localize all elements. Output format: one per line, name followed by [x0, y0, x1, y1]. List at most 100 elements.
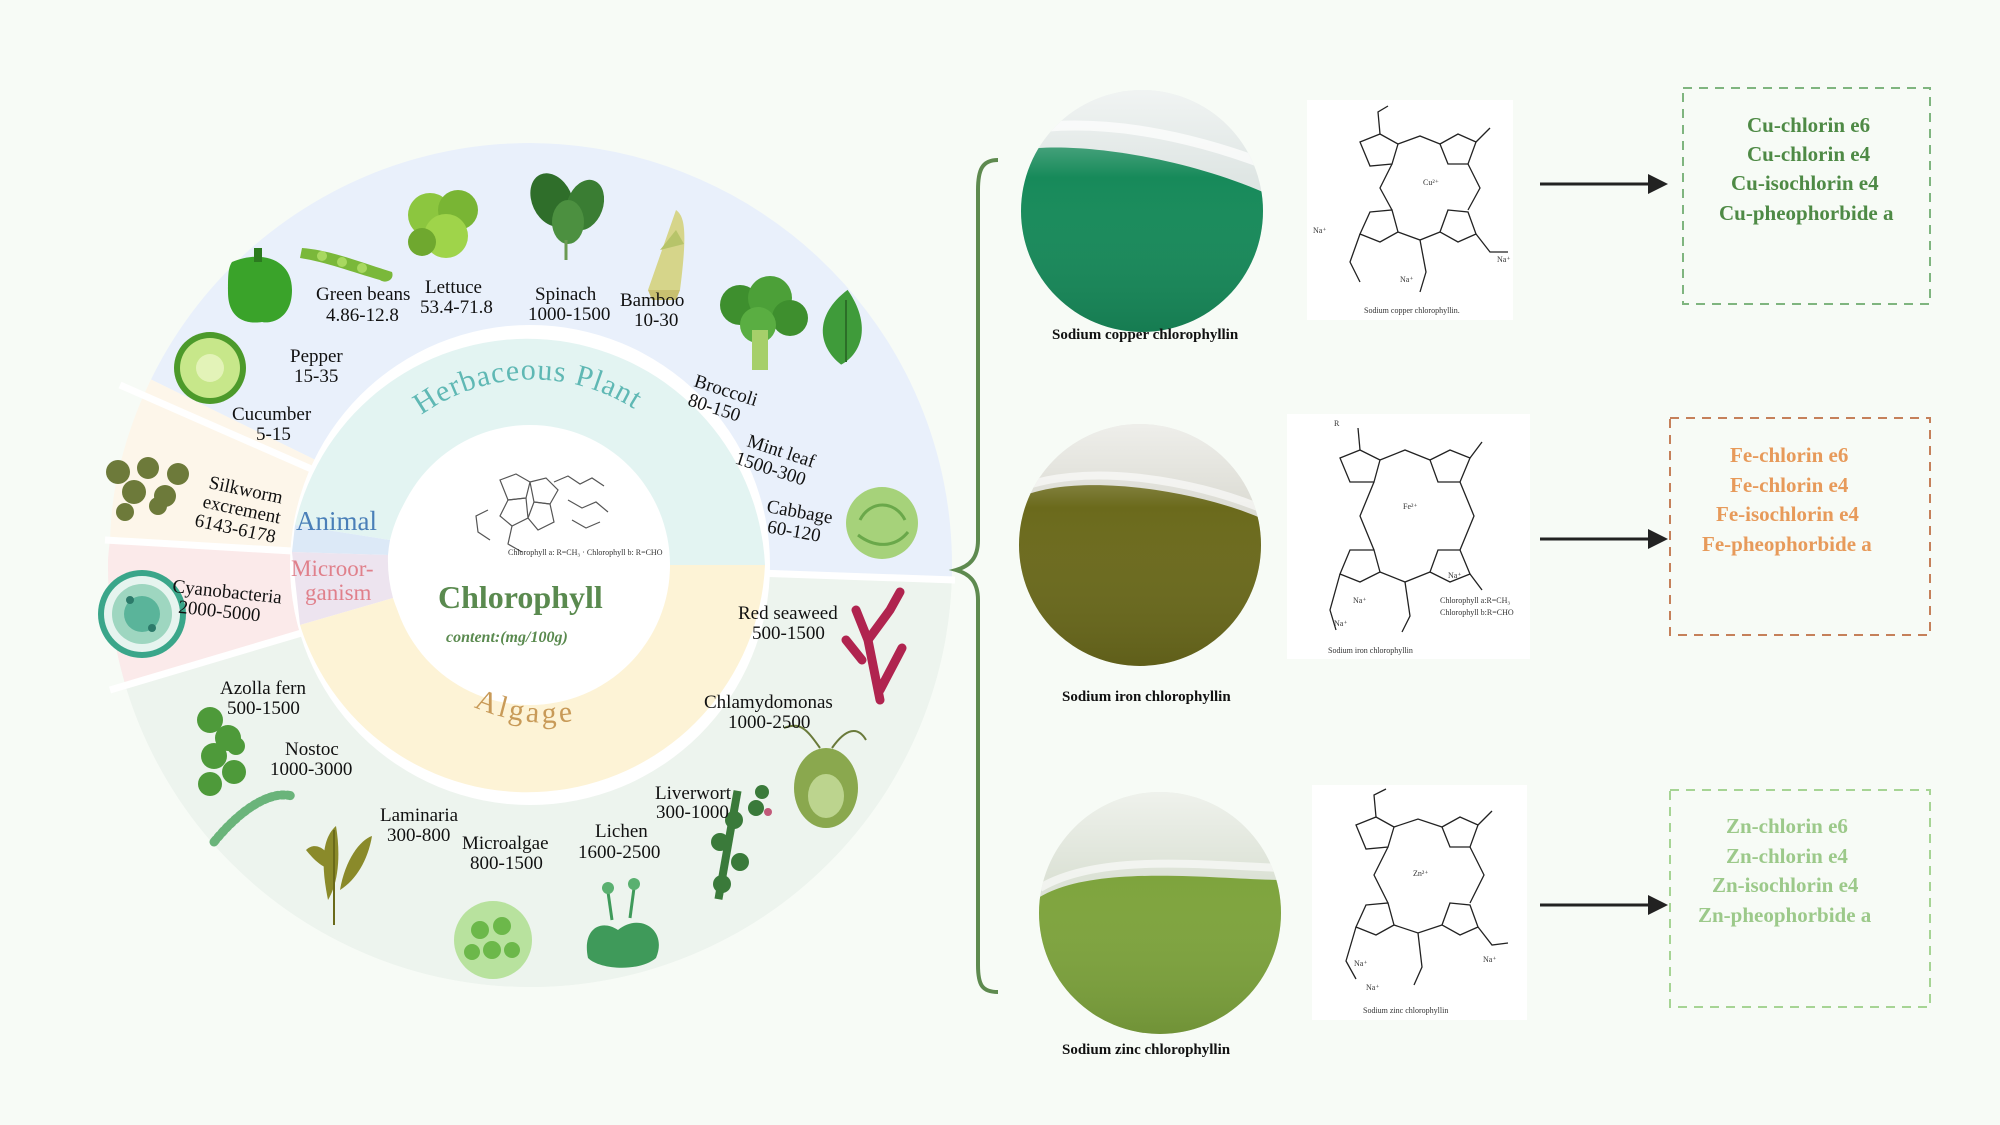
iron-note-b: Chlorophyll b:R=CHO — [1440, 608, 1514, 617]
item-name-spinach: Spinach — [535, 284, 597, 305]
item-value-microalgae: 800-1500 — [470, 853, 543, 874]
item-name-pepper: Pepper — [290, 346, 343, 367]
lettuce-icon — [408, 190, 478, 258]
item-name-lettuce: Lettuce — [425, 277, 482, 298]
iron-derivative-3: Fe-isochlorin e4 — [1716, 502, 1859, 526]
silkworm-excrement-icon — [106, 457, 189, 521]
zinc-na-2: Na⁺ — [1366, 983, 1380, 992]
curly-brace — [948, 158, 999, 994]
iron-structure: R Fe²⁺ Na⁺ Na⁺ Na⁺ Chlorophyll a:R=CH₃ C… — [1287, 414, 1530, 659]
copper-structure-caption: Sodium copper chlorophyllin. — [1364, 306, 1460, 315]
bamboo-icon — [648, 210, 685, 300]
cucumber-icon — [174, 332, 246, 404]
ring-algae — [300, 565, 765, 793]
laminaria-icon — [306, 826, 372, 925]
azolla-fern-icon — [197, 707, 246, 796]
copper-derivative-4: Cu-pheophorbide a — [1719, 201, 1894, 225]
item-value-liverwort: 300-1000 — [656, 802, 729, 823]
zinc-derivative-4: Zn-pheophorbide a — [1698, 903, 1872, 927]
item-name-lichen: Lichen — [595, 821, 648, 842]
zinc-derivative-2: Zn-chlorin e4 — [1726, 844, 1848, 868]
iron-na-1: Na⁺ — [1353, 596, 1367, 605]
item-name-nostoc: Nostoc — [285, 739, 339, 760]
chlorophyll-structure-icon — [475, 473, 609, 553]
center-structure-note: Chlorophyll a: R=CH₃ · Chlorophyll b: R=… — [508, 548, 663, 557]
item-name-chlamydomonas: Chlamydomonas — [704, 692, 833, 713]
iron-arrow-head — [1648, 529, 1668, 549]
iron-caption: Sodium iron chlorophyllin — [1062, 689, 1231, 705]
copper-na-2: Na⁺ — [1400, 275, 1414, 284]
item-name-bamboo: Bamboo — [620, 290, 684, 311]
item-name-laminaria: Laminaria — [380, 805, 459, 826]
zinc-arrow-head — [1648, 895, 1668, 915]
category-microorganism-label-2: ganism — [305, 580, 372, 605]
item-value-chlamydomonas: 1000-2500 — [728, 712, 810, 733]
zinc-caption: Sodium zinc chlorophyllin — [1062, 1042, 1231, 1058]
copper-arrow-head — [1648, 174, 1668, 194]
zinc-derivative-1: Zn-chlorin e6 — [1726, 814, 1848, 838]
copper-na-3: Na⁺ — [1497, 255, 1511, 264]
microalgae-icon — [454, 901, 532, 979]
item-name-green-beans: Green beans — [316, 284, 410, 305]
copper-na-1: Na⁺ — [1313, 226, 1327, 235]
iron-derivative-1: Fe-chlorin e6 — [1730, 443, 1848, 467]
item-value-lettuce: 53.4-71.8 — [420, 297, 493, 318]
mint-leaf-icon — [822, 289, 862, 365]
ring-herbaceous — [295, 338, 765, 565]
center-subtitle: content:(mg/100g) — [446, 629, 568, 646]
item-value-lichen: 1600-2500 — [578, 842, 660, 863]
broccoli-icon — [720, 276, 808, 370]
compound-row-copper: Sodium copper chlorophyllin Cu²⁺ Na⁺ N — [1021, 87, 1931, 343]
ring-animal — [292, 525, 390, 555]
compound-row-zinc: Sodium zinc chlorophyllin Zn²⁺ Na⁺ Na⁺ — [1039, 785, 1931, 1058]
zinc-na-3: Na⁺ — [1483, 955, 1497, 964]
item-name-liverwort: Liverwort — [655, 783, 732, 804]
iron-derivative-4: Fe-pheophorbide a — [1702, 532, 1872, 556]
ring-microorganism — [292, 552, 393, 625]
compound-row-iron: Sodium iron chlorophyllin R Fe²⁺ Na⁺ — [1019, 414, 1931, 705]
zinc-derivatives-box — [1669, 789, 1931, 1008]
iron-na-2: Na⁺ — [1334, 619, 1348, 628]
copper-derivative-2: Cu-chlorin e4 — [1747, 142, 1871, 166]
item-name-azolla-fern: Azolla fern — [220, 678, 306, 699]
zinc-derivative-3: Zn-isochlorin e4 — [1712, 873, 1859, 897]
item-name-cucumber: Cucumber — [232, 404, 312, 425]
iron-derivative-2: Fe-chlorin e4 — [1730, 473, 1849, 497]
liverwort-icon — [711, 785, 772, 900]
nostoc-icon — [209, 790, 297, 847]
chlamydomonas-icon — [783, 724, 867, 828]
cabbage-icon — [846, 487, 918, 559]
cyanobacteria-icon — [98, 570, 186, 658]
green-beans-icon — [300, 248, 393, 282]
iron-r-label: R — [1334, 419, 1340, 428]
iron-derivatives-box — [1669, 417, 1931, 636]
iron-note-a: Chlorophyll a:R=CH₃ — [1440, 596, 1510, 605]
item-value-nostoc: 1000-3000 — [270, 759, 352, 780]
item-value-laminaria: 300-800 — [387, 825, 450, 846]
copper-caption: Sodium copper chlorophyllin — [1052, 327, 1239, 343]
inner-ring — [290, 325, 770, 805]
zinc-na-1: Na⁺ — [1354, 959, 1368, 968]
copper-derivative-1: Cu-chlorin e6 — [1747, 113, 1870, 137]
center-title: Chlorophyll — [438, 579, 603, 615]
category-animal-label: Animal — [296, 506, 377, 536]
copper-metal: Cu²⁺ — [1423, 178, 1439, 187]
copper-derivatives-box — [1682, 87, 1931, 305]
iron-metal: Fe²⁺ — [1403, 502, 1418, 511]
spinach-icon — [530, 173, 605, 260]
item-value-spinach: 1000-1500 — [528, 304, 610, 325]
zinc-structure: Zn²⁺ Na⁺ Na⁺ Na⁺ Sodium zinc chlorophyll… — [1312, 785, 1527, 1020]
item-value-red-seaweed: 500-1500 — [752, 623, 825, 644]
item-value-green-beans: 4.86-12.8 — [326, 305, 399, 326]
item-name-microalgae: Microalgae — [462, 833, 549, 854]
item-value-pepper: 15-35 — [294, 366, 338, 387]
pepper-icon — [228, 248, 292, 323]
iron-na-3: Na⁺ — [1448, 571, 1462, 580]
item-name-red-seaweed: Red seaweed — [738, 603, 838, 624]
red-seaweed-icon — [841, 587, 907, 705]
item-value-cucumber: 5-15 — [256, 424, 291, 445]
zinc-metal: Zn²⁺ — [1413, 869, 1429, 878]
item-value-azolla-fern: 500-1500 — [227, 698, 300, 719]
copper-structure: Cu²⁺ Na⁺ Na⁺ Na⁺ Sodium copper chlorophy… — [1307, 100, 1513, 320]
